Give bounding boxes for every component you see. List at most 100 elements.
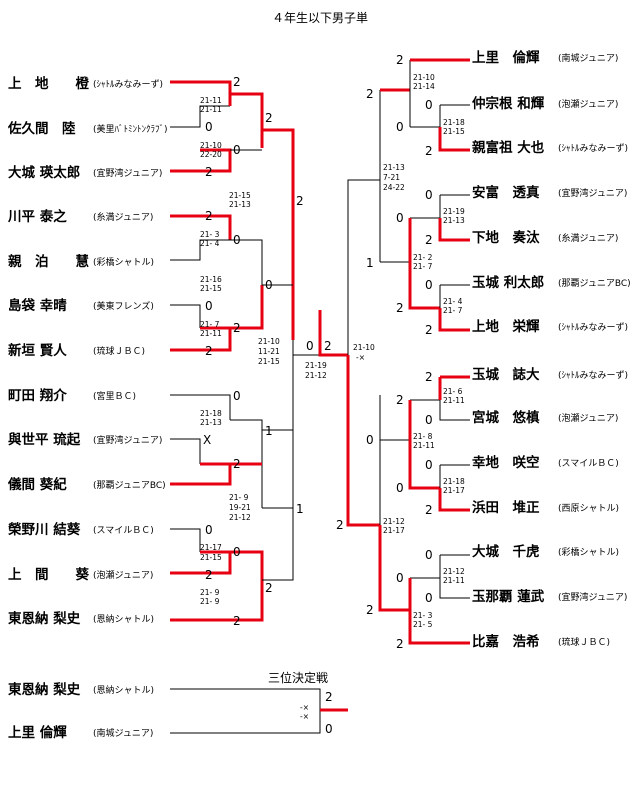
player-club: (美東フレンズ) [93,300,154,312]
game-score: 21-12 [229,513,251,522]
player-name: 比嘉 浩希 [472,633,540,650]
third-place-title: 三位決定戦 [268,670,328,685]
game-score: -× [300,712,309,721]
match-score: 2 [205,165,213,179]
match-score: 0 [425,188,433,202]
right-player-row: 下地 奏汰(糸満ジュニア) [472,229,618,246]
player-name: 川平 泰之 [7,208,67,225]
match-score: 0 [325,722,333,736]
match-score: 2 [233,321,241,335]
match-score: 0 [396,120,404,134]
game-score: 21- 5 [413,620,433,629]
player-name: 親富祖 大也 [472,139,545,156]
match-score: 1 [366,256,374,270]
player-name: 宮城 悠槙 [472,409,540,426]
match-score: 0 [425,591,433,605]
game-score: 21-15 [200,284,222,293]
game-score: 21- 9 [200,597,220,606]
game-score: 21-10 [353,343,375,352]
player-name: 上 間 葵 [8,566,89,583]
match-score: 0 [425,278,433,292]
player-club: (泡瀬ジュニア) [558,98,618,110]
game-score: 21-15 [258,357,280,366]
match-score: 0 [396,481,404,495]
game-score: 21-11 [413,441,435,450]
left-player-row: 上 間 葵 (泡瀬ジュニア) [8,566,153,583]
winner-path [408,578,470,645]
winner-path [262,128,295,340]
match-score: 0 [396,571,404,585]
match-score: 0 [265,278,273,292]
match-score: 2 [425,323,433,337]
player-club: (ｼｬﾄﾙみなみーず) [558,370,628,381]
player-name: 上里 倫輝 [472,49,540,66]
player-club: (美里ﾊﾞﾄﾐﾝﾄﾝｸﾗﾌﾞ) [93,123,168,135]
game-score: 21-18 [200,409,222,418]
game-score: 21-19 [443,207,465,216]
right-player-row: 安富 透真(宜野湾ジュニア) [472,184,627,201]
right-player-row: 浜田 堆正(西原シャトル) [472,499,619,516]
player-name: 上地 栄輝 [472,318,540,335]
bracket-line [170,528,201,552]
match-score: 2 [396,301,404,315]
left-player-list: 上 地 橙(ｼｬﾄﾙみなみーず) 佐久間 陸(美里ﾊﾞﾄﾐﾝﾄﾝｸﾗﾌﾞ) 大城… [7,75,168,627]
game-score: 22-20 [200,150,222,159]
game-score: -× [356,353,365,362]
bracket-line [170,438,201,464]
bracket-line [230,239,263,285]
player-club: (恩納シャトル) [93,684,154,696]
player-club: (スマイルＢＣ) [93,526,154,536]
game-score: 21-10 [258,337,280,346]
right-player-row: 玉城 誌大(ｼｬﾄﾙみなみーず) [472,366,628,383]
game-score: 21-10 [413,73,435,82]
left-player-row: 大城 瑛太郎(宜野湾ジュニア) [8,164,162,181]
match-score: 2 [233,457,241,471]
game-score: -× [300,703,309,712]
winner-path [170,148,232,173]
left-player-row: 島袋 幸晴(美東フレンズ) [8,297,154,314]
game-score: 11-21 [258,347,280,356]
game-scores: 21-11 21-11 21-10 22-20 21-15 21-13 21- … [200,73,465,629]
match-score: 0 [306,339,314,353]
match-score: 0 [425,98,433,112]
right-player-row: 玉城 利太郎(那覇ジュニアBC) [472,274,631,291]
match-score: 1 [265,424,273,438]
left-player-row: 川平 泰之 (糸満ジュニア) [7,208,153,225]
match-score: 2 [425,503,433,517]
game-score: 21-12 [383,517,405,526]
player-club: (宜野湾ジュニア) [93,167,162,179]
player-name: 新垣 賢人 [8,342,67,359]
game-score: 21-13 [229,200,251,209]
game-score: 21-11 [200,329,222,338]
left-player-row: 親 泊 慧(彩橋シャトル) [8,253,154,270]
game-score: 21- 7 [413,262,433,271]
bracket-line [170,394,231,420]
player-name: 東恩納 梨史 [8,610,81,627]
game-score: 21-12 [305,371,327,380]
player-club: (琉球ＪＢＣ) [93,345,145,357]
game-score: 21- 2 [413,253,433,262]
winner-path [170,550,232,575]
game-score: 21-11 [200,105,222,114]
winner-path [408,400,440,490]
player-club: (糸満ジュニア) [93,211,153,223]
match-score: 2 [425,370,433,384]
winner-path [230,285,264,330]
player-club: (琉球ＪＢＣ) [558,636,610,648]
winner-path [170,462,232,486]
player-club: (糸満ジュニア) [558,232,618,244]
game-score: 19-21 [229,503,251,512]
player-name: 親 泊 慧 [8,253,89,270]
match-score: 2 [425,233,433,247]
player-club: (南城ジュニア) [558,52,618,64]
match-score: 2 [233,614,241,628]
player-name: 與世平 琉起 [8,431,81,448]
game-score: 21-11 [443,576,465,585]
right-player-row: 宮城 悠槙(泡瀬ジュニア) [472,409,618,426]
game-score: 21-16 [200,275,222,284]
game-score: 21-15 [229,191,251,200]
player-club: (ｼｬﾄﾙみなみーず) [558,322,628,333]
player-club: (泡瀬ジュニア) [93,569,153,581]
player-club: (ｼｬﾄﾙみなみーず) [558,143,628,154]
game-score: 21- 4 [443,297,463,306]
